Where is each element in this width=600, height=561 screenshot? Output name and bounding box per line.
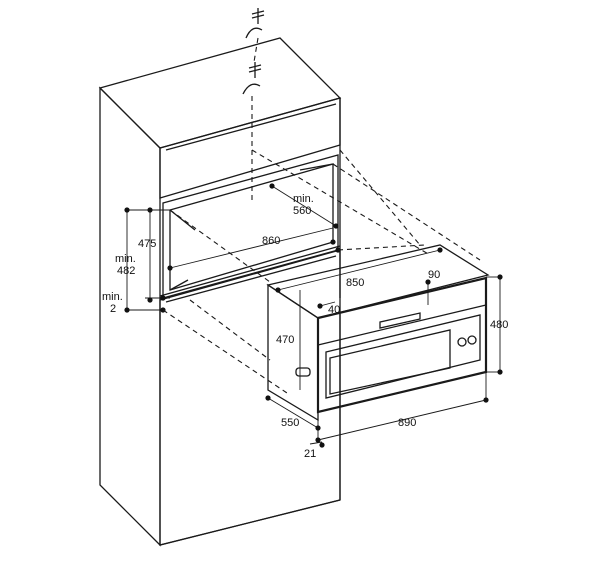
gap-min-label-line1: min. [102, 291, 123, 303]
gap-min-label-line2: 2 [110, 303, 116, 315]
front-thickness-label: 21 [304, 448, 316, 460]
appliance-depth-label: 550 [281, 417, 299, 429]
drawer-top [266, 244, 490, 319]
drawer-glass [329, 329, 451, 395]
control-knob-right [467, 335, 477, 345]
depth-min-label-line1: min. [293, 193, 314, 205]
drawer-side [267, 283, 319, 422]
appliance-dimension-lines [265, 247, 503, 448]
drawer-front [316, 276, 488, 414]
front-height-label: 480 [490, 319, 508, 331]
niche-min-height-label-line1: min. [115, 253, 136, 265]
niche-width-label: 860 [262, 235, 280, 247]
projection-lines [162, 149, 481, 396]
cabinet-left-side [99, 86, 161, 547]
lower-door [159, 249, 341, 546]
appliance-width-label: 850 [346, 277, 364, 289]
power-symbol-middle [242, 62, 262, 95]
depth-min-label-line2: 560 [293, 205, 311, 217]
upper-door [159, 97, 341, 199]
drawer-vent [295, 367, 311, 377]
left-dimension-lines [124, 207, 170, 313]
niche-height-label: 475 [138, 238, 156, 250]
cable-line-upper [253, 37, 259, 63]
control-knob-left [457, 337, 467, 347]
niche-min-height-label-line2: 482 [117, 265, 135, 277]
tall-cabinet [98, 37, 342, 547]
front-width-label: 890 [398, 417, 416, 429]
top-offset-label: 90 [428, 269, 440, 281]
front-offset-label: 40 [328, 304, 340, 316]
niche-opening [162, 154, 339, 299]
power-symbol-top [245, 8, 265, 39]
appliance-height-label: 470 [276, 334, 294, 346]
drawer-handle [379, 312, 421, 329]
warming-drawer [266, 244, 490, 422]
drawer-window [325, 314, 481, 399]
